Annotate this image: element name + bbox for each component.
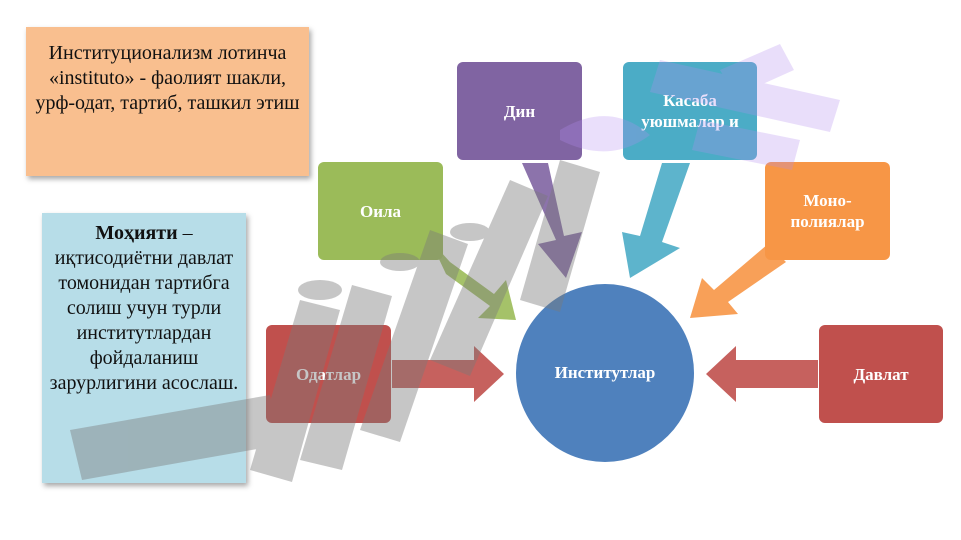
node-din-label: Дин: [503, 101, 536, 121]
node-oila-label: Оила: [359, 201, 402, 221]
center-label: Институтлар: [554, 363, 656, 382]
node-kasaba-label: Касаба уюшмалар и: [641, 91, 739, 131]
essence-text: – иқтисодиётни давлат томонидан тартибга…: [49, 222, 239, 394]
arrow-kasaba: [622, 163, 690, 278]
arrow-davlat: [706, 346, 818, 402]
node-mono-label: Моно-полиялар: [790, 191, 865, 231]
arrow-mono: [690, 244, 786, 318]
essence-term: Моҳияти: [95, 222, 178, 244]
center-node-institutlar: Институтлар: [516, 284, 694, 462]
node-oila: Оила: [318, 162, 443, 260]
node-mono: Моно-полиялар: [765, 162, 890, 260]
arrow-odatlar: [392, 346, 504, 402]
definition-text: Институционализм лотинча «instituto» - ф…: [35, 42, 300, 114]
definition-box: Институционализм лотинча «instituto» - ф…: [26, 27, 309, 176]
node-odatlar-label: Одатлар: [295, 364, 362, 384]
essence-box: Моҳияти – иқтисодиётни давлат томонидан …: [42, 213, 246, 483]
node-davlat: Давлат: [819, 325, 943, 423]
arrow-oila: [430, 240, 516, 320]
node-din: Дин: [457, 62, 582, 160]
node-kasaba: Касаба уюшмалар и: [623, 62, 757, 160]
node-davlat-label: Давлат: [853, 364, 909, 384]
arrow-din: [522, 163, 582, 278]
node-odatlar: Одатлар: [266, 325, 391, 423]
